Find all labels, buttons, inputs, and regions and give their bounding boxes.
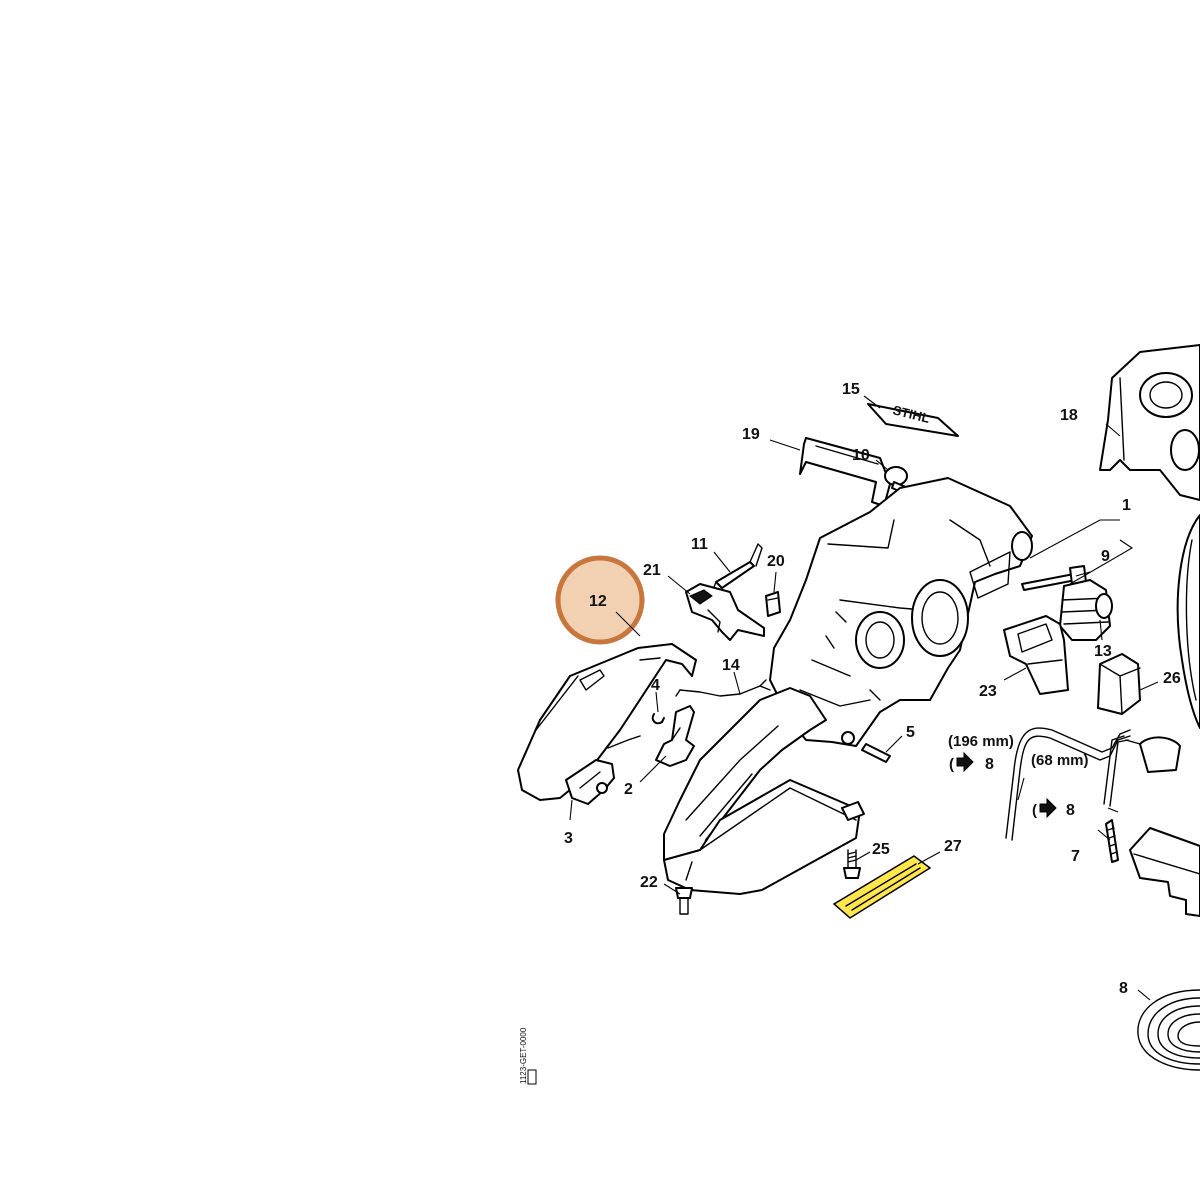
label-20[interactable]: 20 [767,553,785,570]
part-20-clip[interactable] [765,591,781,617]
label-19[interactable]: 19 [742,426,760,443]
svg-text:(68 mm): (68 mm) [1031,752,1089,769]
front-handle-assembly[interactable] [663,687,827,867]
label-8-bottom[interactable]: 8 [1119,980,1128,997]
part-22-screw[interactable] [675,887,693,915]
part-19-cover-strip[interactable] [799,437,891,507]
part-2-lock-lever[interactable] [655,705,695,767]
part-4-spring-clip[interactable] [607,713,665,749]
label-22[interactable]: 22 [640,874,658,891]
label-23[interactable]: 23 [979,683,997,700]
arrow-right-icon [1039,797,1057,819]
part-3-trigger-piece[interactable] [565,759,615,805]
part-8-fuel-hose-short[interactable] [1103,735,1129,807]
label-11[interactable]: 11 [691,536,708,553]
label-15[interactable]: 15 [842,381,860,398]
part-8-spiral[interactable] [1137,989,1200,1071]
part-25-screw[interactable] [843,849,861,879]
hose-note-196: (196 mm) ( 8 [948,733,1014,773]
label-8-hose-short[interactable]: 8 [1066,802,1075,819]
label-13[interactable]: 13 [1094,643,1112,660]
part-18-shroud[interactable] [1099,344,1200,501]
part-15-decal[interactable]: STIHL [867,402,959,437]
label-3[interactable]: 3 [564,830,573,847]
part-1-main-housing[interactable] [769,477,1033,747]
label-26[interactable]: 26 [1163,670,1181,687]
label-14[interactable]: 14 [722,657,740,674]
label-21[interactable]: 21 [643,562,661,579]
label-1[interactable]: 1 [1122,497,1131,514]
part-8-fuel-hose-long[interactable] [1005,727,1131,841]
part-26-cap[interactable] [1097,653,1141,715]
primer-bulb[interactable] [1125,736,1181,773]
label-7[interactable]: 7 [1071,848,1080,865]
drawing-code: 1123-GET-0000 [519,1027,537,1085]
hose-note-68: (68 mm) ( 8 [1031,752,1089,819]
part-21-throttle-trigger[interactable] [685,583,765,641]
label-10[interactable]: 10 [852,447,870,464]
label-8-hose-long[interactable]: 8 [985,756,994,773]
part-23-seal[interactable] [1003,615,1069,695]
highlight-marker-12[interactable] [555,555,645,645]
part-14-spring-wire[interactable] [675,679,771,697]
label-27[interactable]: 27 [944,838,962,855]
leader-lines [569,395,1159,1001]
label-25[interactable]: 25 [872,841,890,858]
lower-right-housing [1129,827,1200,917]
label-18[interactable]: 18 [1060,407,1078,424]
part-number-labels: 1 2 3 4 5 7 8 9 10 11 12 13 14 15 18 19 … [564,381,1181,997]
label-2[interactable]: 2 [624,781,633,798]
part-7-pin[interactable] [1105,819,1119,863]
label-4[interactable]: 4 [651,677,660,694]
part-13-av-buffer[interactable] [1059,579,1113,641]
part-5-roll-pin[interactable] [861,743,891,763]
arrow-right-icon [956,751,974,773]
label-12[interactable]: 12 [589,593,607,610]
svg-text:1123-GET-0000: 1123-GET-0000 [519,1027,528,1084]
svg-text:(: ( [1032,802,1037,819]
svg-text:(: ( [949,756,954,773]
label-5[interactable]: 5 [906,724,915,741]
chain-guard-plate[interactable] [663,779,865,895]
part-27-warning-label[interactable] [832,855,932,919]
label-9[interactable]: 9 [1101,548,1110,565]
fan-housing-edge [1176,514,1200,729]
svg-text:(196 mm): (196 mm) [948,733,1014,750]
